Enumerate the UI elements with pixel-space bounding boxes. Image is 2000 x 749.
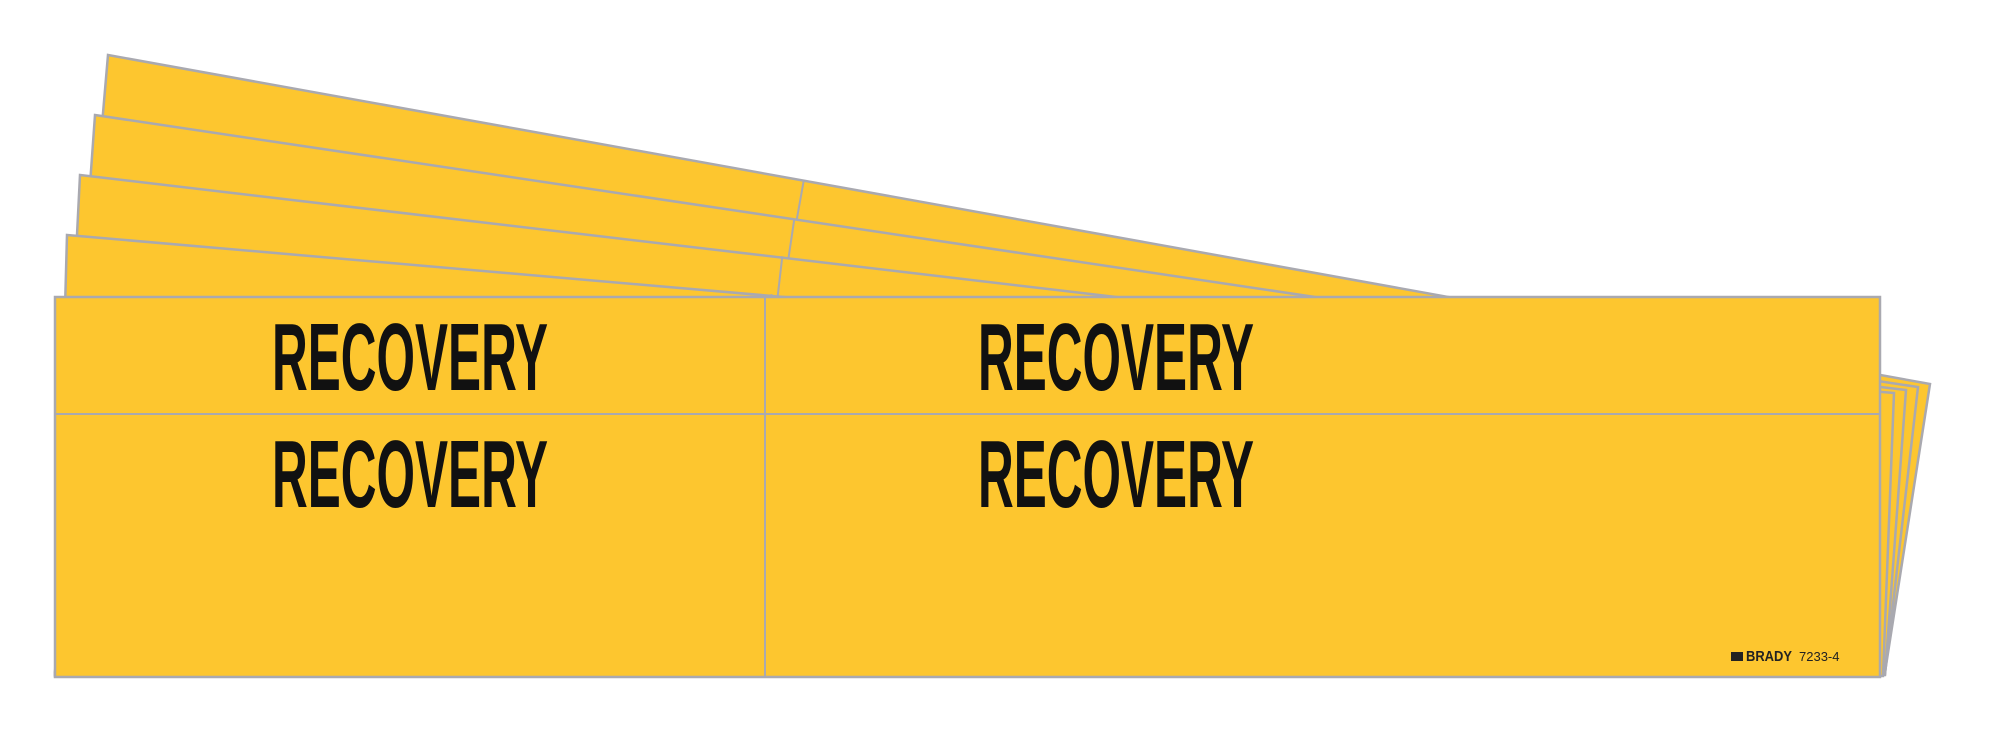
part-number: 7233-4: [1799, 649, 1839, 664]
legend-text-bottom-right: RECOVERY: [978, 421, 1254, 528]
legend-text-bottom-left: RECOVERY: [272, 421, 548, 528]
legend-text-top-left: RECOVERY: [272, 304, 548, 411]
legend-text-top-right: RECOVERY: [978, 304, 1254, 411]
brady-logo-icon: [1731, 652, 1743, 661]
front-card: RECOVERY RECOVERY RECOVERY RECOVERY BRAD…: [53, 295, 1882, 679]
brand-name: BRADY: [1746, 648, 1792, 665]
